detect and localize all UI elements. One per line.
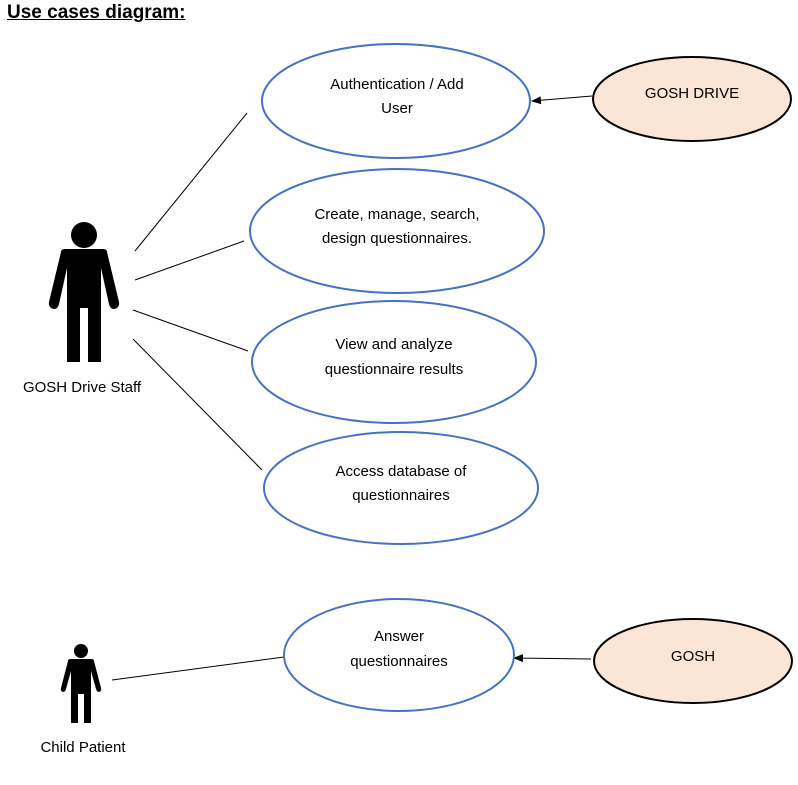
diagram-title-text: Use cases diagram [7, 2, 180, 23]
system-gosh: GOSH [593, 618, 793, 704]
actor-child-figure-icon [60, 644, 102, 723]
association-child-answer [111, 656, 285, 681]
system-gosh-drive: GOSH DRIVE [592, 56, 792, 142]
association-staff-create-manage [134, 240, 245, 281]
usecase-authentication: Authentication / Add User [261, 43, 531, 159]
arrow-gosh-to-answer [513, 654, 592, 663]
usecase-view-analyze: View and analyze questionnaire results [251, 300, 537, 424]
usecase-answer: Answer questionnaires [283, 598, 515, 712]
usecase-access-database-line-2: questionnaires [352, 487, 450, 504]
usecase-authentication-line-2: User [381, 100, 413, 117]
usecase-access-database-line-1: Access database of [336, 463, 468, 480]
usecase-create-manage-line-2: design questionnaires. [322, 230, 472, 247]
association-staff-view-analyze [132, 309, 249, 352]
usecase-access-database: Access database of questionnaires [263, 431, 539, 545]
actor-staff-figure-icon [48, 222, 120, 362]
usecase-answer-line-2: questionnaires [350, 653, 448, 670]
system-gosh-label: GOSH [671, 648, 715, 665]
usecase-view-analyze-line-2: questionnaire results [325, 361, 463, 378]
arrow-gosh-drive-to-authentication [531, 95, 593, 105]
diagram-title: Use cases diagram: [7, 2, 186, 24]
diagram-title-colon: : [179, 2, 186, 23]
usecase-view-analyze-line-1: View and analyze [335, 336, 452, 353]
association-staff-access-database [132, 338, 263, 471]
usecase-create-manage: Create, manage, search, design questionn… [249, 168, 545, 294]
usecase-authentication-line-1: Authentication / Add [330, 76, 463, 93]
usecase-answer-line-1: Answer [374, 628, 424, 645]
usecase-create-manage-line-1: Create, manage, search, [314, 206, 479, 223]
association-staff-authentication [134, 112, 248, 252]
actor-staff-label: GOSH Drive Staff [23, 379, 142, 396]
system-gosh-drive-label: GOSH DRIVE [645, 85, 739, 102]
actor-child-label: Child Patient [40, 739, 126, 756]
